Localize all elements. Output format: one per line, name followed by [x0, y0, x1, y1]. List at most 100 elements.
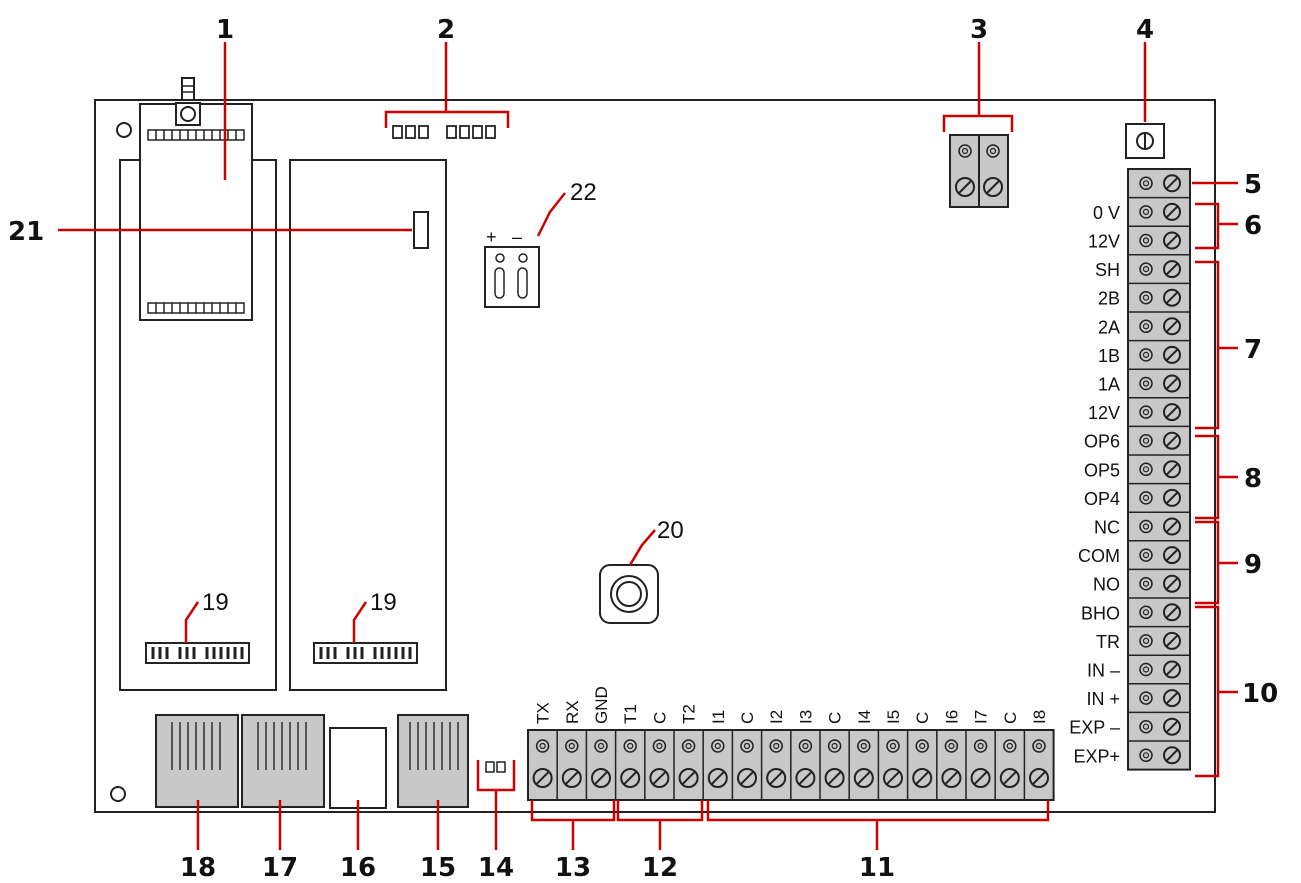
right-terminal-label: OP4 [1084, 489, 1120, 509]
right-terminal-label: 12V [1088, 403, 1120, 423]
bottom-terminal [644, 730, 670, 800]
right-terminal-label: NC [1094, 518, 1120, 538]
bottom-terminal-label: GND [592, 686, 611, 724]
right-terminal-label: IN + [1086, 689, 1120, 709]
callout-8: 8 [1244, 464, 1262, 494]
right-terminal [1128, 311, 1190, 336]
dip-switch-right [313, 642, 418, 664]
antenna-stub [181, 77, 195, 101]
right-terminal-label: 2A [1098, 317, 1120, 337]
bottom-terminal-label: I7 [972, 710, 991, 724]
right-terminal [1128, 597, 1190, 622]
callout-6: 6 [1244, 211, 1262, 241]
right-terminal [1128, 540, 1190, 565]
right-terminal-label: TR [1096, 632, 1120, 652]
bottom-terminal-label: I1 [709, 710, 728, 724]
bottom-terminal-label: I3 [796, 710, 815, 724]
callout-10: 10 [1242, 679, 1278, 709]
right-terminal [1128, 625, 1190, 650]
right-terminal [1128, 511, 1190, 536]
right-terminal-label: BHO [1081, 603, 1120, 623]
right-terminal [1128, 740, 1190, 765]
callout-2: 2 [437, 15, 455, 45]
callout-15: 15 [420, 853, 456, 883]
callout-18: 18 [180, 853, 216, 883]
right-terminal-strip: 0 V12VSH2B2A1B1A12VOP6OP5OP4NCCOMNOBHOTR… [1069, 168, 1191, 771]
right-terminal [1139, 174, 1181, 193]
bottom-terminal [994, 730, 1020, 800]
callout-19-right: 19 [370, 589, 397, 616]
bottom-terminal [702, 730, 728, 800]
right-terminal [1128, 196, 1190, 221]
right-terminal-label: 1A [1098, 375, 1120, 395]
item21-component [413, 211, 429, 249]
antenna-connector [175, 102, 201, 126]
mounting-hole-top [116, 122, 132, 138]
callout-11: 11 [859, 853, 895, 883]
right-terminal-label: EXP – [1069, 718, 1120, 738]
right-terminal-label: OP5 [1084, 460, 1120, 480]
bottom-terminal [965, 730, 991, 800]
callout-20: 20 [657, 517, 684, 544]
callout-16: 16 [340, 853, 376, 883]
callout-13: 13 [555, 853, 591, 883]
right-terminal [1128, 225, 1190, 250]
callout-22: 22 [570, 179, 597, 206]
bottom-terminal-label: I6 [942, 710, 961, 724]
callout-1: 1 [216, 15, 234, 45]
bottom-terminal [585, 730, 611, 800]
pcb-board [94, 99, 1216, 813]
right-terminal-label: OP6 [1084, 432, 1120, 452]
bottom-terminal [673, 730, 699, 800]
speaker-button [599, 564, 659, 624]
right-terminal [1128, 282, 1190, 307]
callout-5: 5 [1244, 170, 1262, 200]
jumper-14 [485, 761, 506, 773]
right-terminal [1128, 568, 1190, 593]
right-terminal [1128, 339, 1190, 364]
bottom-terminal-label: I2 [767, 710, 786, 724]
right-terminal [1128, 397, 1190, 422]
bottom-terminal-label: T1 [621, 704, 640, 724]
bottom-terminal [790, 730, 816, 800]
right-terminal-label: NO [1093, 575, 1120, 595]
right-terminal-label: IN – [1087, 661, 1120, 681]
module-pin-header-bottom-pins [155, 303, 237, 313]
bottom-terminal [556, 730, 582, 800]
bottom-terminal [614, 730, 641, 800]
callout-14: 14 [478, 853, 514, 883]
right-terminal-label: SH [1095, 260, 1120, 280]
bottom-terminal [760, 730, 787, 800]
bottom-terminal [877, 730, 903, 800]
antenna-stub-lines [182, 85, 194, 93]
bottom-terminal-label: C [826, 712, 845, 724]
bottom-terminal [819, 730, 845, 800]
bottom-terminal-label: C [1001, 712, 1020, 724]
bottom-terminal-label: T2 [680, 704, 699, 724]
rj-connector-18 [155, 714, 239, 808]
right-terminal-label: 2B [1098, 289, 1120, 309]
aux-terminal-block [949, 134, 1009, 208]
usb-connector-16 [329, 727, 387, 809]
mounting-hole-bottom [110, 786, 126, 802]
callout-3: 3 [970, 15, 988, 45]
bottom-terminal [1023, 730, 1049, 800]
callout-12: 12 [642, 853, 678, 883]
right-terminal [1128, 425, 1190, 450]
bottom-terminal-label: C [650, 712, 669, 724]
polarity-connector [484, 246, 540, 308]
bottom-terminal-label: RX [563, 700, 582, 724]
right-terminal [1128, 654, 1190, 679]
right-terminal [1128, 368, 1190, 393]
dip-switch-left [145, 642, 250, 664]
callout-leaders [58, 42, 1238, 850]
bottom-terminal-label: I5 [884, 710, 903, 724]
bottom-terminal-label: I8 [1030, 710, 1049, 724]
right-terminal [1128, 454, 1190, 479]
polarity-plus: + [486, 227, 497, 247]
callout-21: 21 [8, 217, 44, 247]
right-terminal [1128, 683, 1190, 708]
right-terminal [1128, 711, 1190, 736]
bottom-terminal [936, 730, 962, 800]
